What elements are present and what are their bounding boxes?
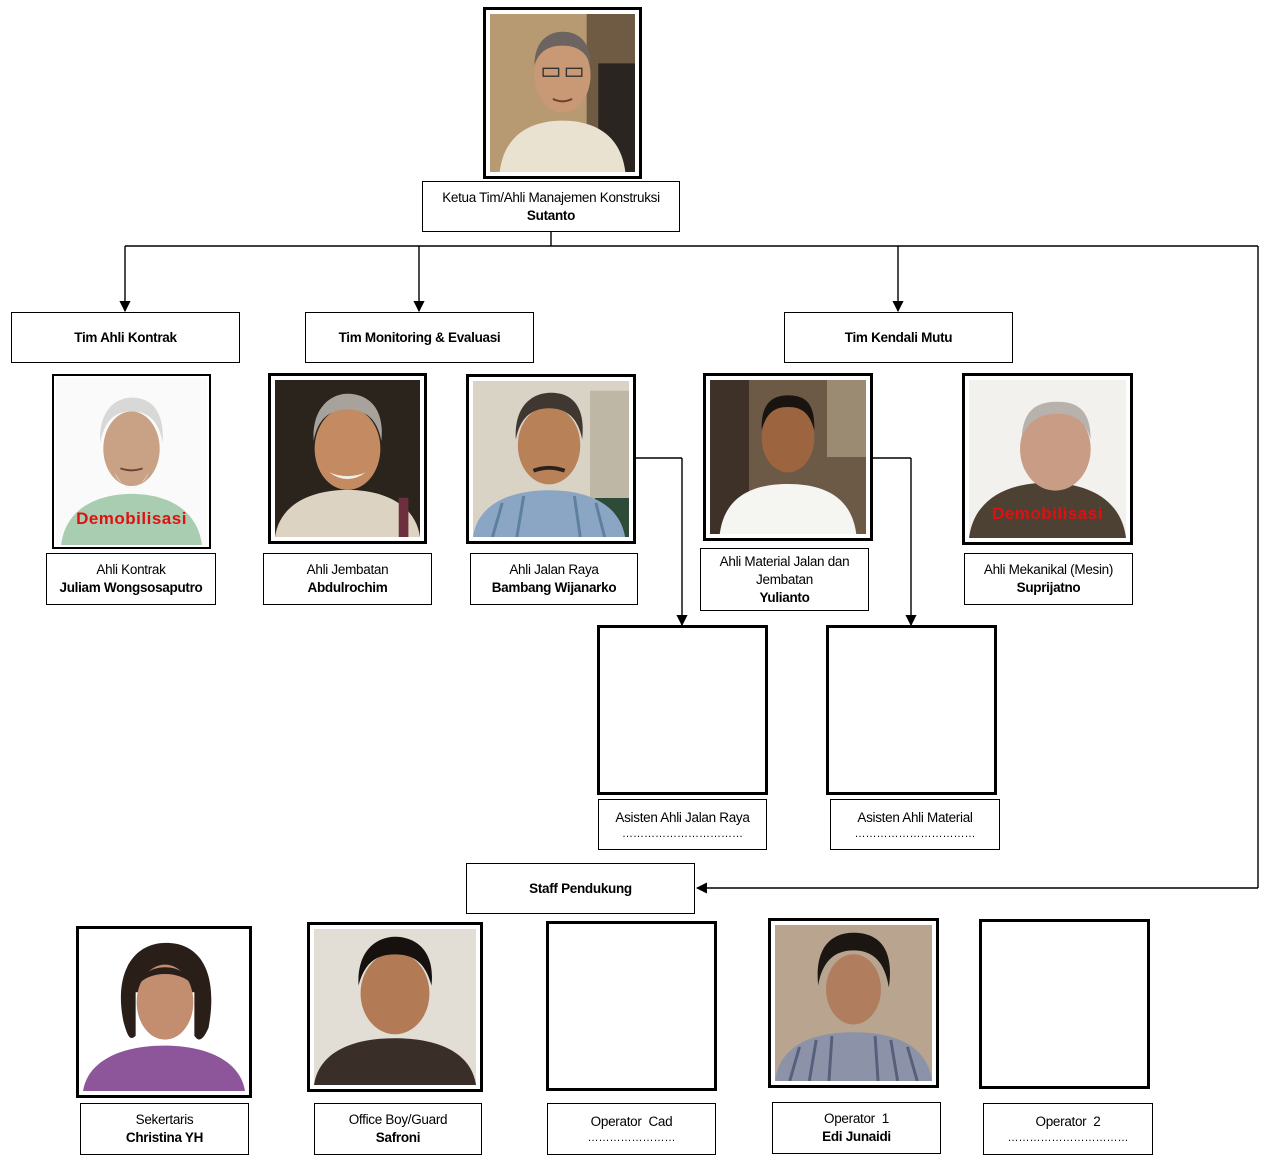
staff-card-operator-cad: Operator Cad …………………… — [547, 1103, 716, 1155]
staff-card-edi: Operator 1 Edi Junaidi — [772, 1102, 941, 1154]
assistant-photo-placeholder-material — [826, 625, 997, 795]
person-portrait-icon — [275, 380, 420, 537]
expert-role: Ahli Jalan Raya — [509, 562, 599, 577]
staff-role: Office Boy/Guard — [348, 1112, 448, 1127]
expert-card-bambang: Ahli Jalan Raya Bambang Wijanarko — [470, 553, 638, 605]
person-portrait-icon — [473, 381, 629, 537]
team-monev-header: Tim Monitoring & Evaluasi — [305, 312, 534, 363]
staff-card-operator2: Operator 2 …………………………… — [983, 1103, 1153, 1155]
expert-role: Ahli Kontrak — [96, 562, 166, 577]
expert-role: Ahli Mekanikal (Mesin) — [983, 562, 1114, 577]
expert-photo-bambang — [466, 374, 636, 544]
person-portrait-icon — [969, 380, 1126, 538]
expert-card-abdulrochim: Ahli Jembatan Abdulrochim — [263, 553, 432, 605]
staff-photo-placeholder-cad — [546, 921, 717, 1091]
expert-photo-suprijatno: Demobilisasi — [962, 373, 1133, 545]
chief-card: Ketua Tim/Ahli Manajemen Konstruksi Suta… — [422, 181, 680, 232]
staff-name: …………………………… — [1007, 1132, 1129, 1144]
expert-name: Abdulrochim — [307, 580, 388, 595]
assistant-name: …………………………… — [622, 827, 743, 840]
staff-photo-placeholder-operator2 — [979, 919, 1150, 1089]
assistant-role: Asisten Ahli Material — [857, 809, 973, 825]
staff-name: Safroni — [375, 1130, 421, 1145]
person-portrait-icon — [314, 929, 476, 1085]
expert-card-yulianto: Ahli Material Jalan dan Jembatan Yuliant… — [700, 548, 869, 611]
demobilisasi-label: Demobilisasi — [76, 509, 187, 528]
expert-card-juliam: Ahli Kontrak Juliam Wongsosaputro — [46, 553, 216, 605]
expert-name: Suprijatno — [1016, 580, 1081, 595]
person-portrait-icon — [490, 14, 635, 172]
team-mutu-header: Tim Kendali Mutu — [784, 312, 1013, 363]
expert-role: Ahli Jembatan — [306, 562, 389, 577]
staff-name: …………………… — [587, 1132, 676, 1144]
staff-header: Staff Pendukung — [466, 863, 695, 914]
person-portrait-icon — [775, 925, 932, 1081]
staff-photo-edi — [768, 918, 939, 1088]
staff-role: Sekertaris — [135, 1112, 194, 1127]
expert-photo-abdulrochim — [268, 373, 427, 544]
demobilisasi-label: Demobilisasi — [992, 504, 1103, 523]
expert-photo-juliam: Demobilisasi — [52, 374, 211, 549]
expert-role: Ahli Material Jalan dan Jembatan — [719, 553, 850, 587]
assistant-card-jalan: Asisten Ahli Jalan Raya …………………………… — [598, 799, 767, 850]
expert-name: Bambang Wijanarko — [491, 580, 617, 595]
staff-name: Christina YH — [125, 1130, 204, 1145]
team-kontrak-header: Tim Ahli Kontrak — [11, 312, 240, 363]
person-portrait-icon — [710, 380, 866, 534]
staff-photo-christina — [76, 926, 252, 1098]
staff-photo-safroni — [307, 922, 483, 1092]
chief-role: Ketua Tim/Ahli Manajemen Konstruksi — [442, 189, 660, 205]
person-portrait-icon — [56, 378, 207, 545]
staff-role: Operator 1 — [824, 1111, 889, 1126]
staff-name: Edi Junaidi — [822, 1129, 891, 1144]
expert-name: Yulianto — [759, 589, 810, 605]
assistant-name: …………………………… — [854, 827, 976, 840]
person-portrait-icon — [83, 933, 245, 1091]
staff-role: Operator 2 — [1035, 1114, 1101, 1129]
staff-role: Operator Cad — [590, 1114, 673, 1129]
assistant-card-material: Asisten Ahli Material …………………………… — [830, 799, 1000, 850]
assistant-photo-placeholder-jalan — [597, 625, 768, 795]
expert-name: Juliam Wongsosaputro — [59, 580, 203, 595]
chief-name: Sutanto — [526, 207, 576, 223]
expert-photo-yulianto — [703, 373, 873, 541]
staff-card-safroni: Office Boy/Guard Safroni — [314, 1103, 482, 1155]
expert-card-suprijatno: Ahli Mekanikal (Mesin) Suprijatno — [964, 553, 1133, 605]
staff-card-christina: Sekertaris Christina YH — [80, 1103, 249, 1155]
assistant-role: Asisten Ahli Jalan Raya — [615, 809, 750, 825]
chief-photo — [483, 7, 642, 179]
